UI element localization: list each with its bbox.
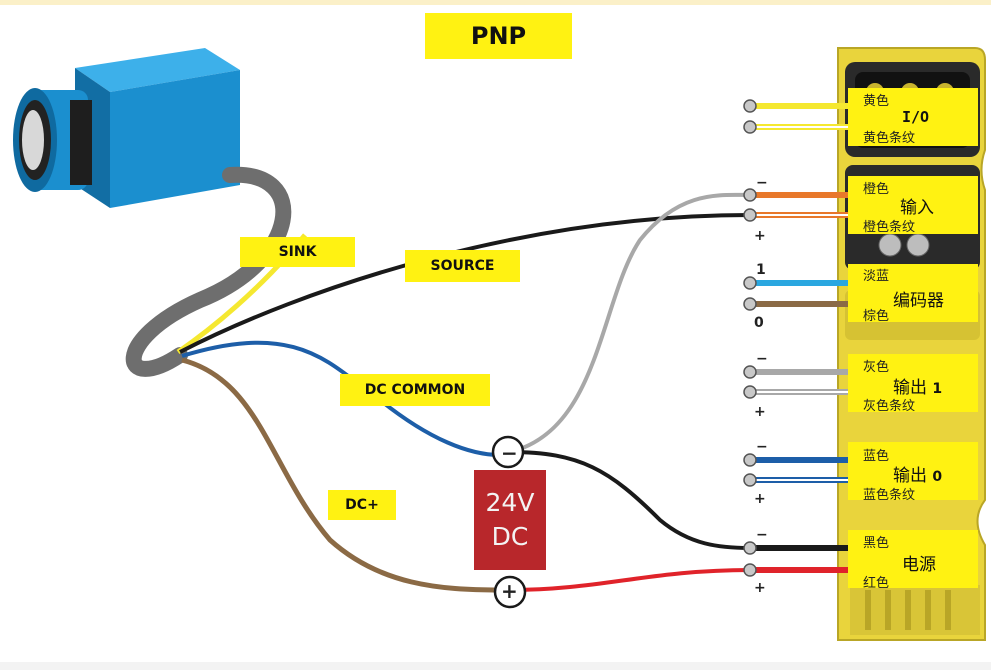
output0-wire1-color: 蓝色 <box>863 449 890 464</box>
input-wire1-color: 橙色 <box>863 182 890 197</box>
encoder-wire2-color: 棕色 <box>863 309 890 324</box>
output1-number: 1 <box>932 381 943 397</box>
source-wire <box>179 213 751 354</box>
diagram-title: PNP <box>425 13 572 59</box>
psu-voltage: 24V <box>485 488 535 517</box>
sink-label: SINK <box>240 237 355 267</box>
encoder-sign-0: 0 <box>754 315 764 331</box>
output0-minus-sign: − <box>756 439 768 455</box>
output1-label-panel <box>848 354 978 412</box>
bottom-border <box>0 662 991 670</box>
io-wire2-color: 黄色条纹 <box>863 131 916 146</box>
dc-common-label: DC COMMON <box>340 374 490 406</box>
psu-minus-terminal <box>491 435 525 469</box>
top-border <box>0 0 991 5</box>
psu-gray-wire <box>509 192 751 454</box>
output1-minus-sign: − <box>756 351 768 367</box>
output0-group-label: 输出 0 <box>893 461 942 486</box>
io-group-label: I/O <box>902 108 930 126</box>
photo-sensor <box>13 48 240 208</box>
output1-wire1-color: 灰色 <box>863 360 890 375</box>
source-label: SOURCE <box>405 250 520 282</box>
module-leads <box>750 103 855 573</box>
input-minus-sign: − <box>756 175 768 191</box>
dc-plus-label: DC+ <box>328 490 396 520</box>
io-label-panel <box>848 88 978 146</box>
input-plus-sign: + <box>754 228 766 244</box>
psu-type: DC <box>491 522 529 551</box>
power-minus-sign: − <box>756 527 768 543</box>
psu-minus-sign: − <box>501 441 518 465</box>
dc-plus-wire <box>181 357 501 593</box>
input-label-panel <box>848 176 978 234</box>
output1-group-label: 输出 1 <box>893 373 942 398</box>
psu-black-wire <box>509 450 751 550</box>
terminal-ferrules <box>743 99 757 577</box>
power-supply: 24V DC <box>474 470 546 570</box>
psu-red-wire <box>509 568 751 592</box>
power-label-panel <box>848 530 978 588</box>
encoder-wire1-color: 淡蓝 <box>863 269 890 284</box>
output0-label-panel <box>848 442 978 500</box>
power-wire1-color: 黑色 <box>863 536 890 551</box>
power-group-label: 电源 <box>902 555 936 575</box>
output1-wire2-color: 灰色条纹 <box>863 399 916 414</box>
output0-plus-sign: + <box>754 491 766 507</box>
input-group-label: 输入 <box>900 198 934 218</box>
output0-wire2-color: 蓝色条纹 <box>863 488 916 503</box>
psu-plus-sign: + <box>501 579 518 603</box>
sensor-cable <box>125 166 292 377</box>
output0-label-text: 输出 <box>893 466 927 486</box>
encoder-label-panel <box>848 264 978 322</box>
output0-number: 0 <box>932 469 943 485</box>
encoder-group-label: 编码器 <box>893 291 944 311</box>
psu-plus-terminal <box>493 575 527 609</box>
power-plus-sign: + <box>754 580 766 596</box>
io-wire1-color: 黄色 <box>863 94 890 109</box>
encoder-sign-1: 1 <box>756 262 766 278</box>
power-wire2-color: 红色 <box>863 576 890 591</box>
output1-label-text: 输出 <box>893 378 927 398</box>
output1-plus-sign: + <box>754 404 766 420</box>
input-wire2-color: 橙色条纹 <box>863 220 916 235</box>
